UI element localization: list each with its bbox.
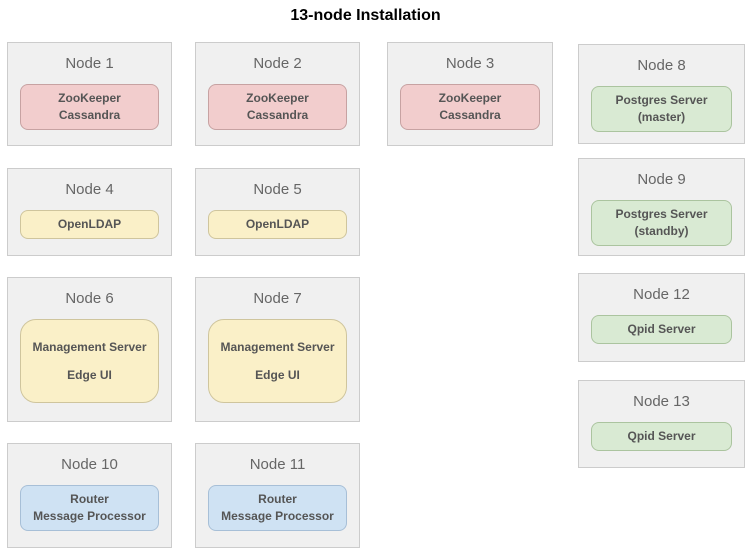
service-label: Edge UI (67, 368, 112, 382)
service-label: Cassandra (246, 108, 309, 122)
service-label: Router (258, 492, 297, 506)
postgres-service-box: Postgres Server (standby) (591, 200, 732, 246)
service-label: Qpid Server (627, 322, 696, 336)
service-label: Postgres Server (615, 207, 708, 221)
node-title: Node 6 (65, 290, 114, 307)
service-label: Management Server (32, 340, 147, 354)
node-4-box: Node 4 OpenLDAP (7, 168, 172, 256)
node-title: Node 7 (253, 290, 302, 307)
service-label: Postgres Server (615, 93, 708, 107)
service-label: ZooKeeper (438, 91, 502, 105)
node-title: Node 3 (445, 55, 495, 72)
postgres-service-box: Postgres Server (master) (591, 86, 732, 132)
node-13-box: Node 13 Qpid Server (578, 380, 745, 468)
node-title: Node 4 (65, 181, 114, 198)
node-5-box: Node 5 OpenLDAP (195, 168, 360, 256)
node-title: Node 12 (633, 286, 690, 303)
service-label: Message Processor (33, 509, 146, 523)
qpid-service-box: Qpid Server (591, 315, 732, 344)
node-title: Node 8 (637, 57, 686, 74)
node-title: Node 9 (637, 171, 686, 188)
node-title: Node 1 (65, 55, 114, 72)
service-label: Router (70, 492, 109, 506)
service-label: Qpid Server (627, 429, 696, 443)
node-title: Node 13 (633, 393, 690, 410)
node-title: Node 10 (61, 456, 118, 473)
node-title: Node 2 (253, 55, 302, 72)
service-label: ZooKeeper (246, 91, 309, 105)
service-label: OpenLDAP (245, 217, 310, 231)
service-label: ZooKeeper (58, 91, 121, 105)
service-label: Message Processor (221, 509, 334, 523)
service-label: (master) (637, 110, 686, 124)
service-label: (standby) (634, 224, 689, 238)
openldap-service-box: OpenLDAP (20, 210, 159, 239)
service-label: Cassandra (58, 108, 121, 122)
node-12-box: Node 12 Qpid Server (578, 273, 745, 362)
node-8-box: Node 8 Postgres Server (master) (578, 44, 745, 144)
service-label: Edge UI (255, 368, 300, 382)
node-title: Node 5 (253, 181, 302, 198)
qpid-service-box: Qpid Server (591, 422, 732, 451)
node-9-box: Node 9 Postgres Server (standby) (578, 158, 745, 256)
node-title: Node 11 (249, 456, 306, 473)
service-label: Management Server (220, 340, 335, 354)
service-label: Cassandra (439, 108, 501, 122)
service-label: OpenLDAP (57, 217, 122, 231)
openldap-service-box: OpenLDAP (208, 210, 347, 239)
diagram-title: 13-node Installation (290, 7, 441, 24)
